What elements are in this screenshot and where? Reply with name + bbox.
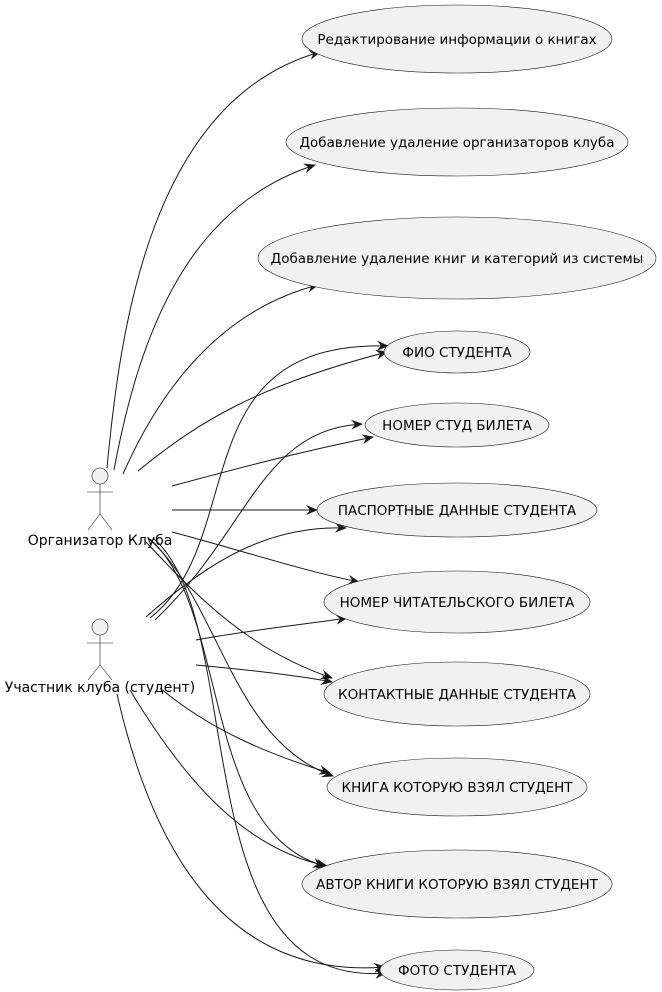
association-student-uc7 <box>195 614 348 641</box>
association-student-uc8 <box>195 664 333 685</box>
use-case-label: АВТОР КНИГИ КОТОРУЮ ВЗЯЛ СТУДЕНТ <box>316 877 598 893</box>
use-case-label: НОМЕР СТУД БИЛЕТА <box>382 418 532 434</box>
association-organizer-uc7 <box>171 531 360 585</box>
use-case-uc6: ПАСПОРТНЫЕ ДАННЫЕ СТУДЕНТА <box>316 482 598 538</box>
use-case-label: КОНТАКТНЫЕ ДАННЫЕ СТУДЕНТА <box>338 687 577 703</box>
actors-layer: Организатор Клуба Участник клуба (студен… <box>5 467 195 696</box>
use-case-label: ПАСПОРТНЫЕ ДАННЫЕ СТУДЕНТА <box>338 503 577 519</box>
actor-label: Участник клуба (студент) <box>5 680 195 696</box>
use-case-uc3: Добавление удаление книг и категорий из … <box>257 216 657 300</box>
use-case-label: ФОТО СТУДЕНТА <box>398 963 517 979</box>
actor-organizer: Организатор Клуба <box>28 467 173 549</box>
use-case-label: ФИО СТУДЕНТА <box>402 345 512 361</box>
use-case-uc1: Редактирование информации о книгах <box>301 4 613 74</box>
use-case-uc5: НОМЕР СТУД БИЛЕТА <box>364 402 550 448</box>
association-student-uc6 <box>145 522 347 618</box>
association-organizer-uc5 <box>171 434 374 487</box>
association-student-uc4 <box>149 340 389 619</box>
use-case-uc2: Добавление удаление организаторов клуба <box>285 107 629 177</box>
association-organizer-uc10 <box>149 538 325 868</box>
association-student-uc5 <box>154 419 363 621</box>
association-organizer-uc2 <box>113 163 316 471</box>
use-case-label: НОМЕР ЧИТАТЕЛЬСКОГО БИЛЕТА <box>340 595 575 611</box>
use-cases-layer: Редактирование информации о книгах Добав… <box>257 4 657 991</box>
association-student-uc11 <box>116 693 386 973</box>
use-case-uc8: КОНТАКТНЫЕ ДАННЫЕ СТУДЕНТА <box>323 661 591 727</box>
use-case-uc10: АВТОР КНИГИ КОТОРУЮ ВЗЯЛ СТУДЕНТ <box>301 849 613 919</box>
use-case-uc4: ФИО СТУДЕНТА <box>383 330 531 374</box>
use-case-label: Добавление удаление книг и категорий из … <box>271 251 644 267</box>
associations-layer <box>106 50 389 979</box>
association-organizer-uc1 <box>106 50 321 469</box>
use-case-label: Редактирование информации о книгах <box>317 32 596 48</box>
use-case-label: КНИГА КОТОРУЮ ВЗЯЛ СТУДЕНТ <box>341 780 573 796</box>
actor-figure-icon <box>87 618 113 681</box>
use-case-uc9: КНИГА КОТОРУЮ ВЗЯЛ СТУДЕНТ <box>326 757 588 817</box>
actor-figure-icon <box>87 467 113 531</box>
use-case-uc7: НОМЕР ЧИТАТЕЛЬСКОГО БИЛЕТА <box>323 570 591 634</box>
association-organizer-uc9 <box>147 537 334 778</box>
association-organizer-uc4 <box>137 349 388 472</box>
use-case-label: Добавление удаление организаторов клуба <box>299 135 614 151</box>
association-student-uc10 <box>129 689 328 869</box>
association-student-uc9 <box>159 687 331 775</box>
use-case-uc11: ФОТО СТУДЕНТА <box>379 949 535 991</box>
actor-student: Участник клуба (студент) <box>5 618 195 696</box>
actor-label: Организатор Клуба <box>28 533 173 549</box>
association-organizer-uc3 <box>122 282 319 475</box>
association-organizer-uc8 <box>145 541 333 680</box>
